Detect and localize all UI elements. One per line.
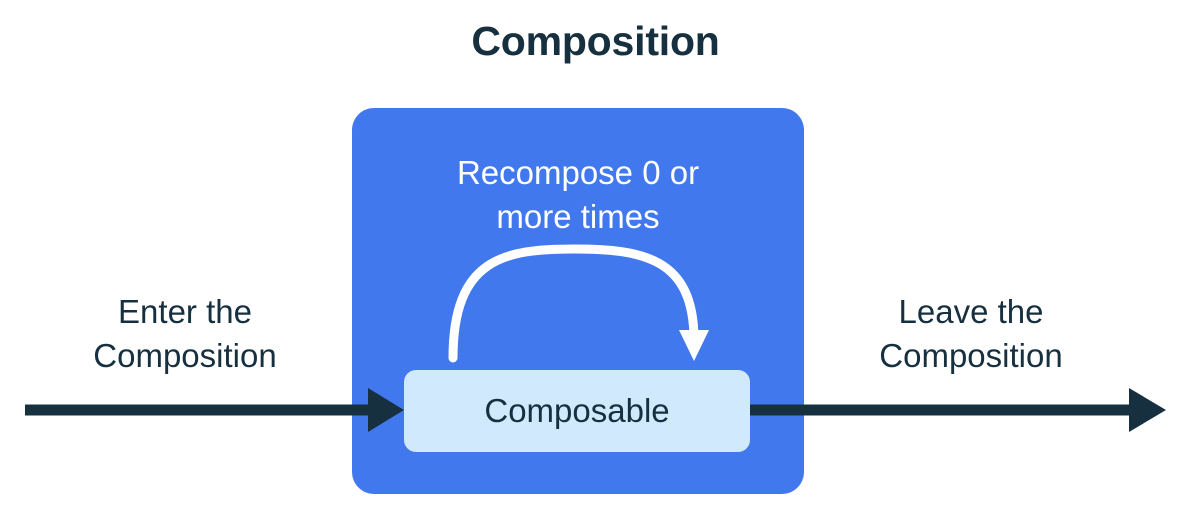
recompose-label: Recompose 0 or more times xyxy=(352,151,804,239)
leave-composition-arrow xyxy=(750,388,1166,432)
recompose-label-line2: more times xyxy=(496,198,660,235)
enter-composition-label: Enter the Composition xyxy=(40,290,330,378)
composable-label: Composable xyxy=(484,392,670,429)
arrow-right-icon xyxy=(368,388,404,432)
leave-composition-label-line2: Composition xyxy=(879,337,1063,374)
page-title: Composition xyxy=(471,18,720,64)
recompose-label-line1: Recompose 0 or xyxy=(456,154,700,191)
leave-arrow-line xyxy=(750,404,1131,416)
recompose-arc-path xyxy=(448,244,699,363)
enter-composition-label-line2: Composition xyxy=(93,337,277,374)
leave-composition-label: Leave the Composition xyxy=(826,290,1116,378)
arrow-right-icon xyxy=(1129,388,1166,432)
enter-composition-label-line1: Enter the xyxy=(118,293,252,330)
arrow-down-icon xyxy=(679,330,709,361)
enter-arrow-line xyxy=(25,404,370,416)
enter-composition-arrow xyxy=(25,388,404,432)
recompose-arc-arrow xyxy=(448,244,709,363)
leave-composition-label-line1: Leave the xyxy=(898,293,1044,330)
composable-box xyxy=(404,370,750,452)
